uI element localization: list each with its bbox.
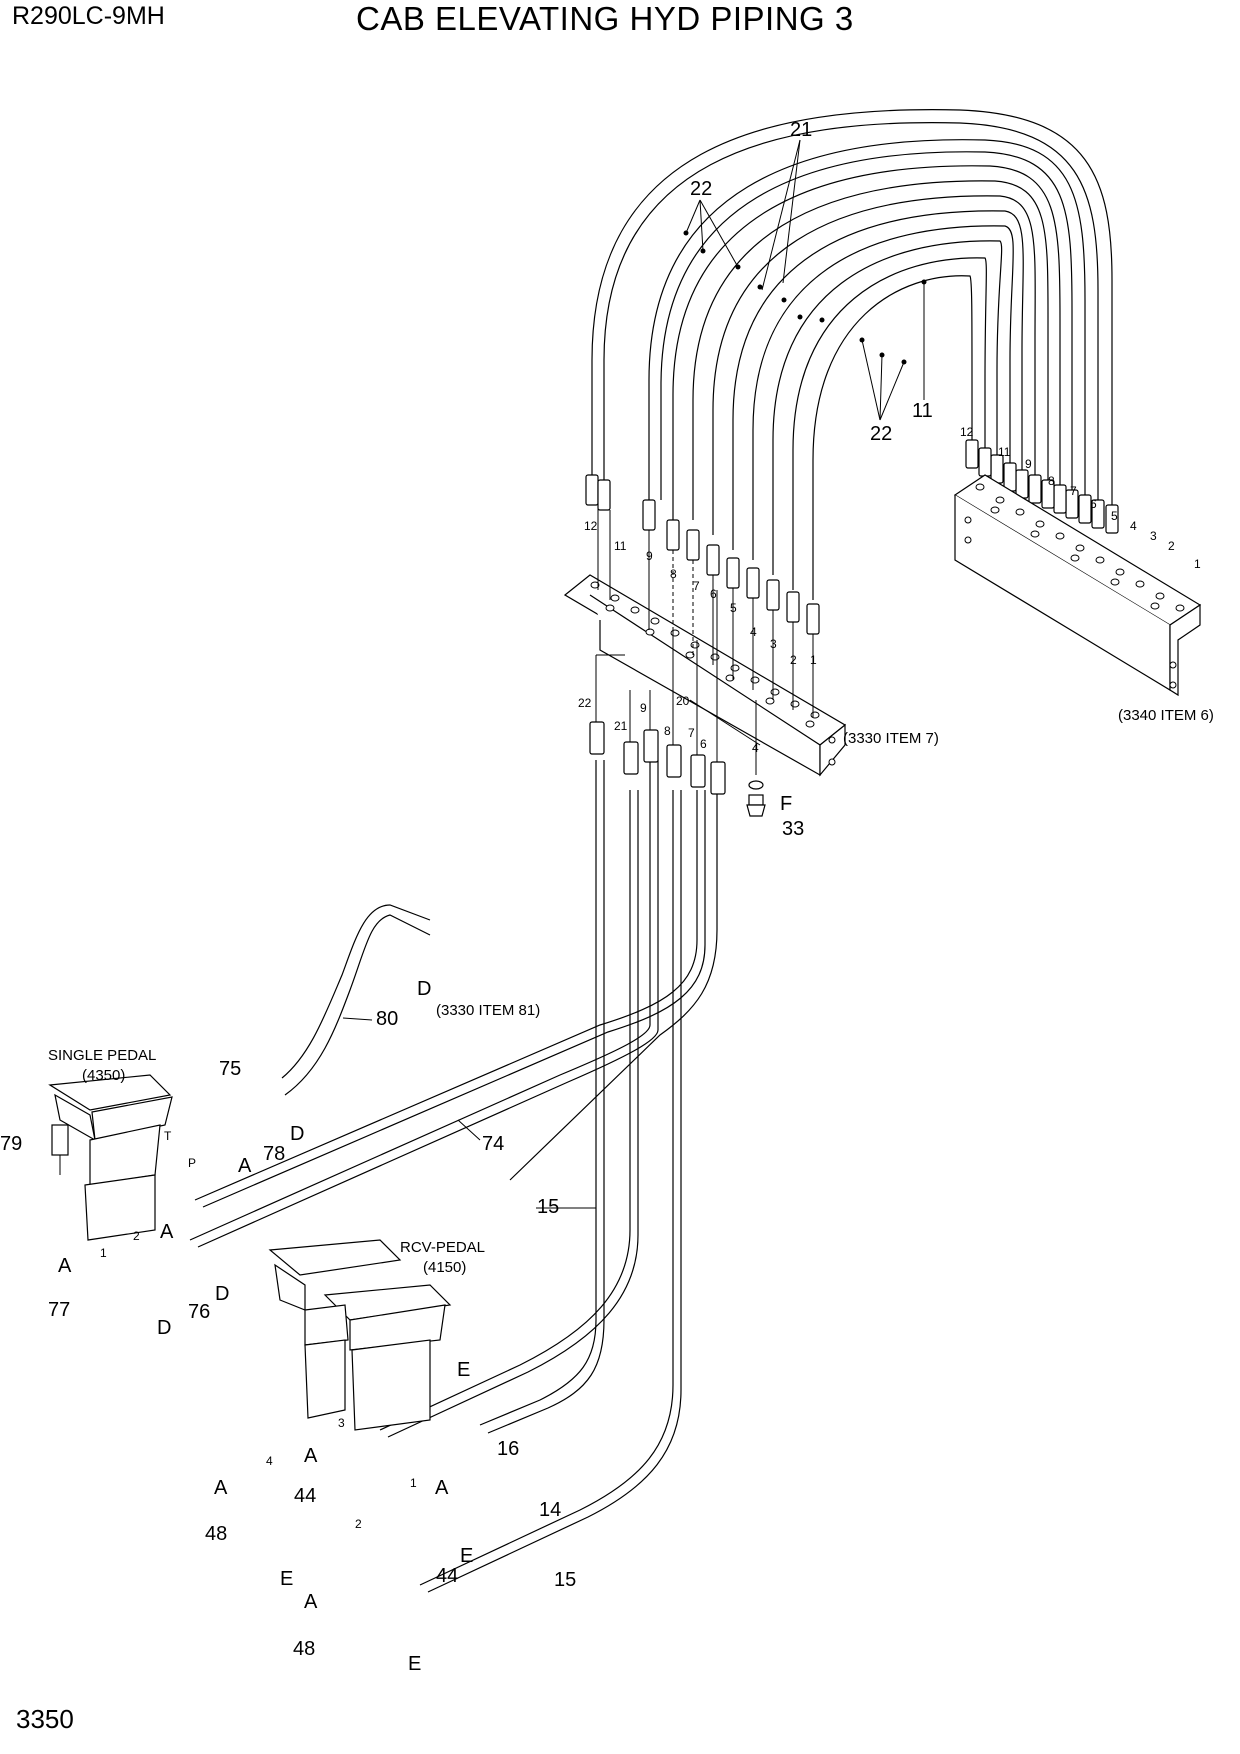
right-manifold-block [953, 474, 1202, 697]
callout-78: 78 [263, 1143, 285, 1165]
callout-Ac: A [58, 1255, 72, 1277]
lower-hose-label: 8 [664, 724, 671, 738]
lower-hose-label: 4 [752, 741, 759, 755]
callout-74: 74 [482, 1133, 504, 1155]
single-pedal [48, 1074, 173, 1241]
callout-15a: 15 [537, 1196, 559, 1218]
plug-33 [746, 780, 766, 817]
callout-79: 79 [0, 1133, 22, 1155]
right-port-label: 11 [998, 445, 1011, 459]
callout-Da: D [417, 978, 431, 1000]
callout-21: 21 [790, 119, 812, 141]
ref-3330-item-81: (3330 ITEM 81) [436, 1002, 540, 1019]
rcv-pedal-ref: (4150) [423, 1259, 466, 1276]
callout-Dc: D [157, 1317, 171, 1339]
left-port-label: 8 [670, 567, 677, 581]
left-port-label: 6 [710, 587, 717, 601]
callout-22b: 22 [870, 423, 892, 445]
callout-11: 11 [912, 400, 933, 422]
right-port-label: 12 [960, 425, 974, 439]
pedal-port-label: 2 [133, 1229, 140, 1243]
single-pedal-ref: (4350) [82, 1067, 125, 1084]
right-port-label: 5 [1111, 509, 1118, 523]
right-port-label: 8 [1048, 474, 1055, 488]
pedal-port-label: 3 [338, 1416, 345, 1430]
callout-E4: E [408, 1653, 421, 1675]
callout-16: 16 [497, 1438, 519, 1460]
ref-3330-item-7: (3330 ITEM 7) [843, 730, 939, 747]
lower-upper-fittings [589, 721, 726, 795]
lower-hose-label: 7 [688, 726, 695, 740]
page-number: 3350 [16, 1704, 74, 1734]
callouts: 21 22 22 11 F 33 80 D 75 78 D 74 79 A 15… [0, 119, 933, 1675]
pedal-port-label: 2 [355, 1517, 362, 1531]
callout-22a: 22 [690, 178, 712, 200]
reference-labels: (3330 ITEM 7) (3340 ITEM 6) (3330 ITEM 8… [48, 707, 1214, 1276]
left-port-label: 7 [693, 579, 700, 593]
pedal-port-label: 4 [266, 1454, 273, 1468]
callout-44b: 44 [436, 1565, 458, 1587]
callout-F: F [780, 793, 792, 815]
lower-hose-label: 20 [676, 694, 690, 708]
callout-48b: 48 [293, 1638, 315, 1660]
callout-80: 80 [376, 1008, 398, 1030]
diagram-title: CAB ELEVATING HYD PIPING 3 [356, 0, 854, 37]
left-port-label: 1 [810, 653, 817, 667]
right-fittings [965, 439, 1119, 534]
port-leaders [595, 505, 814, 775]
model-number: R290LC-9MH [12, 2, 165, 30]
lower-hose-label: 6 [700, 737, 707, 751]
callout-Ad: A [304, 1445, 318, 1467]
lower-hose-label: 9 [640, 701, 647, 715]
pedal-port-label: 1 [410, 1476, 417, 1490]
left-port-label: 5 [730, 601, 737, 615]
right-port-label: 2 [1168, 539, 1175, 553]
callout-33: 33 [782, 818, 804, 840]
pedal-port-label: P [188, 1156, 196, 1170]
callout-Ae: A [214, 1477, 228, 1499]
callout-E2: E [460, 1545, 473, 1567]
left-port-label: 12 [584, 519, 598, 533]
callout-Aa: A [238, 1155, 252, 1177]
left-port-label: 2 [790, 653, 797, 667]
callout-E1: E [457, 1359, 470, 1381]
left-port-label: 4 [750, 625, 757, 639]
right-port-label: 6 [1090, 497, 1097, 511]
lower-hose-label: 22 [578, 696, 592, 710]
callout-E3: E [280, 1568, 293, 1590]
callout-Af: A [435, 1477, 449, 1499]
single-pedal-label: SINGLE PEDAL [48, 1047, 156, 1064]
lower-hoses [189, 760, 718, 1593]
left-port-label: 9 [646, 549, 653, 563]
right-port-label: 7 [1070, 484, 1077, 498]
lower-hose-label: 21 [614, 719, 628, 733]
pedal-port-label: 1 [100, 1246, 107, 1260]
rcv-pedal [268, 1239, 452, 1431]
right-port-label: 1 [1194, 557, 1201, 571]
callout-77: 77 [48, 1299, 70, 1321]
callout-44a: 44 [294, 1485, 316, 1507]
callout-14: 14 [539, 1499, 561, 1521]
pedal-port-label: T [164, 1129, 172, 1143]
left-port-label: 11 [614, 539, 627, 553]
callout-76: 76 [188, 1301, 210, 1323]
leader-lines [342, 139, 925, 1209]
hose-80 [281, 904, 431, 1096]
callout-15b: 15 [554, 1569, 576, 1591]
right-port-label: 4 [1130, 519, 1137, 533]
right-port-label: 9 [1025, 457, 1032, 471]
right-port-label: 3 [1150, 529, 1157, 543]
callout-Db: D [290, 1123, 304, 1145]
rcv-pedal-label: RCV-PEDAL [400, 1239, 485, 1256]
callout-Ag: A [304, 1591, 318, 1613]
callout-75: 75 [219, 1058, 241, 1080]
ref-3340-item-6: (3340 ITEM 6) [1118, 707, 1214, 724]
callout-Dd: D [215, 1283, 229, 1305]
callout-48a: 48 [205, 1523, 227, 1545]
overhead-hose-bundle [591, 109, 1113, 600]
left-port-label: 3 [770, 637, 777, 651]
callout-Ab: A [160, 1221, 174, 1243]
